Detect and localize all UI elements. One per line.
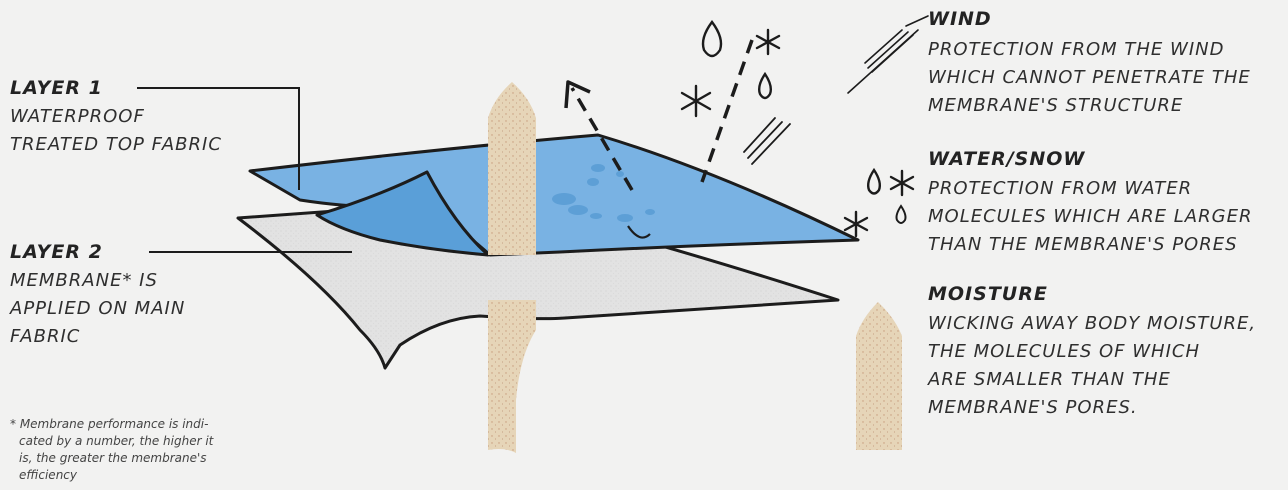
- layer1-description: WATERPROOF TREATED TOP FABRIC: [10, 103, 222, 159]
- membrane-footnote: * Membrane performance is indi- cated by…: [10, 416, 213, 484]
- layer1-title: LAYER 1: [10, 77, 103, 99]
- water-snow-title: WATER/SNOW: [928, 148, 1085, 170]
- wind-line: PROTECTION FROM THE WIND: [928, 36, 1251, 64]
- layer1-line: TREATED TOP FABRIC: [10, 131, 222, 159]
- moisture-line: THE MOLECULES OF WHICH: [928, 338, 1256, 366]
- water-snow-line: MOLECULES WHICH ARE LARGER: [928, 203, 1252, 231]
- snowflake-asterisk-icon: [891, 171, 913, 195]
- water-snow-line: THAN THE MEMBRANE'S PORES: [928, 231, 1252, 259]
- water-drop-icon: [897, 206, 906, 223]
- footnote-line: efficiency: [10, 467, 213, 484]
- moisture-line: MEMBRANE'S PORES.: [928, 394, 1256, 422]
- water-drop-icon: [703, 22, 721, 56]
- footnote-line: * Membrane performance is indi-: [10, 416, 213, 433]
- wind-title: WIND: [928, 8, 992, 30]
- layer2-line: MEMBRANE* IS: [10, 267, 185, 295]
- footnote-line: is, the greater the membrane's: [10, 450, 213, 467]
- moisture-line: ARE SMALLER THAN THE: [928, 366, 1256, 394]
- snowflake-asterisk-icon: [757, 30, 779, 54]
- layer2-description: MEMBRANE* IS APPLIED ON MAIN FABRIC: [10, 267, 185, 351]
- snowflake-asterisk-icon: [845, 212, 867, 236]
- moisture-arrow-upper: [488, 82, 536, 255]
- layer2-title: LAYER 2: [10, 241, 103, 263]
- wind-line: MEMBRANE'S STRUCTURE: [928, 92, 1251, 120]
- water-drop-icon: [759, 74, 771, 98]
- wind-line: WHICH CANNOT PENETRATE THE: [928, 64, 1251, 92]
- legend-wind-icon: [848, 16, 928, 93]
- wind-lines-icon: [744, 118, 790, 164]
- layer2-line: FABRIC: [10, 323, 185, 351]
- layer2-line: APPLIED ON MAIN: [10, 295, 185, 323]
- moisture-description: WICKING AWAY BODY MOISTURE, THE MOLECULE…: [928, 310, 1256, 422]
- water-snow-description: PROTECTION FROM WATER MOLECULES WHICH AR…: [928, 175, 1252, 259]
- moisture-title: MOISTURE: [928, 283, 1048, 305]
- legend-water-snow-icons: [845, 170, 913, 236]
- water-snow-line: PROTECTION FROM WATER: [928, 175, 1252, 203]
- moisture-arrow-icon: [856, 302, 902, 450]
- vapour-arrow-head: [566, 82, 590, 108]
- incoming-dashed-line: [702, 40, 752, 182]
- moisture-arrow-lower: [488, 300, 536, 453]
- center-weather-icons: [682, 22, 779, 116]
- water-drop-icon: [868, 170, 880, 194]
- footnote-line: cated by a number, the higher it: [10, 433, 213, 450]
- layer1-line: WATERPROOF: [10, 103, 222, 131]
- snowflake-asterisk-icon: [682, 86, 710, 116]
- moisture-line: WICKING AWAY BODY MOISTURE,: [928, 310, 1256, 338]
- wind-description: PROTECTION FROM THE WIND WHICH CANNOT PE…: [928, 36, 1251, 120]
